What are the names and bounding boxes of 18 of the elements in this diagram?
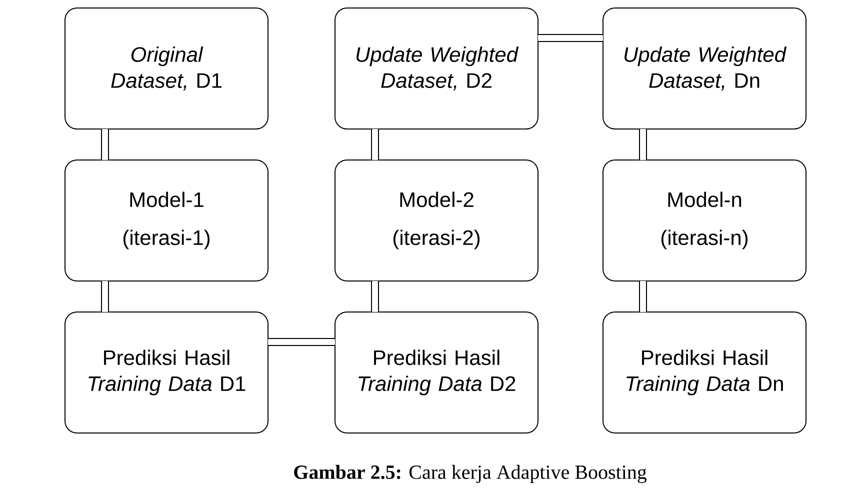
double-line-connector xyxy=(639,281,647,312)
double-line-connector xyxy=(639,129,647,160)
double-line-connector xyxy=(538,34,603,42)
process-box: Prediksi Hasil Training Data Dn xyxy=(602,312,806,434)
double-line-connector xyxy=(101,129,109,160)
process-box: Update Weighted Dataset, D2 xyxy=(334,8,538,130)
double-line-connector xyxy=(371,129,379,160)
double-line-connector xyxy=(101,281,109,312)
process-box: Model-n (iterasi-n) xyxy=(602,160,806,282)
process-box: Model-1 (iterasi-1) xyxy=(64,160,268,282)
process-box: Original Dataset, D1 xyxy=(64,8,268,130)
double-line-connector xyxy=(371,281,379,312)
process-box: Prediksi Hasil Training Data D1 xyxy=(64,312,268,434)
process-box: Prediksi Hasil Training Data D2 xyxy=(334,312,538,434)
double-line-connector xyxy=(268,338,335,346)
process-box: Update Weighted Dataset, Dn xyxy=(602,8,806,130)
caption: Gambar 2.5: Cara kerja Adaptive Boosting xyxy=(294,464,647,484)
process-box: Model-2 (iterasi-2) xyxy=(334,160,538,282)
